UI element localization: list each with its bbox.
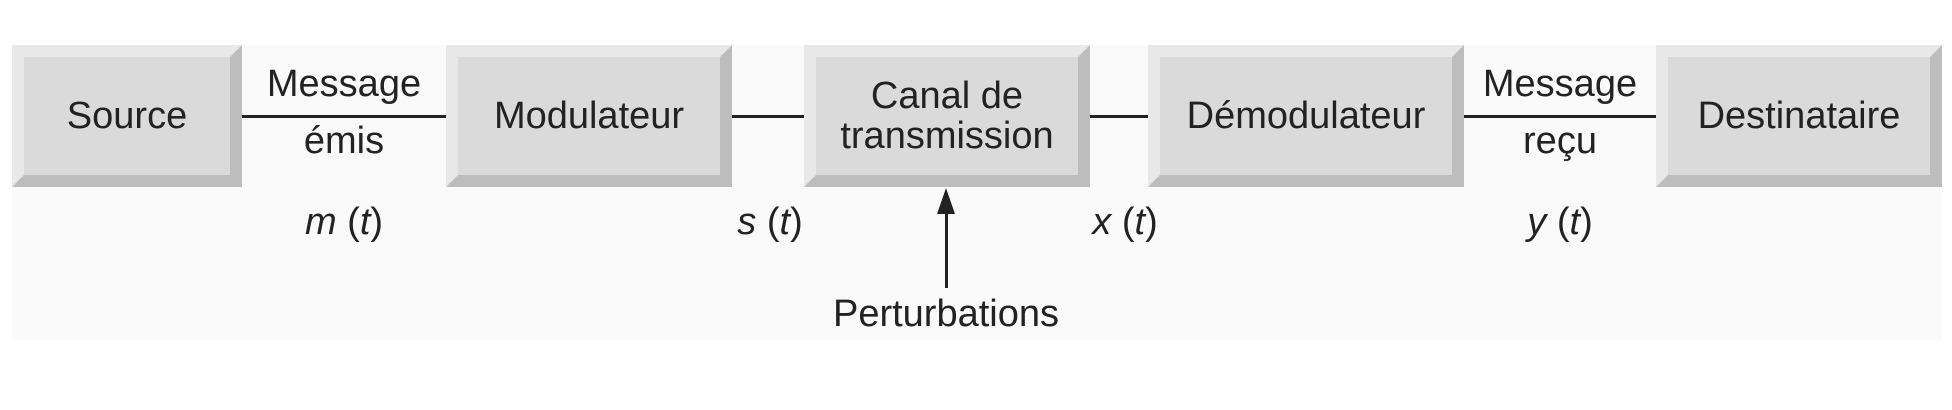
demodulator-block: Démodulateur [1148, 45, 1464, 187]
signal-m-t: m (t) [304, 201, 384, 243]
destination-block: Destinataire [1656, 45, 1942, 187]
sent-message-line2: émis [303, 120, 385, 162]
channel-label-line2: transmission [840, 115, 1054, 157]
modulator-block: Modulateur [446, 45, 732, 187]
modulator-label: Modulateur [493, 95, 685, 137]
disturbance-arrow-shaft [945, 210, 948, 288]
signal-s-t: s (t) [737, 201, 803, 243]
sent-message-line1: Message [266, 63, 422, 105]
link-channel-demodulator [1090, 115, 1148, 118]
received-message-line2: reçu [1523, 120, 1597, 162]
link-demodulator-destination [1464, 115, 1656, 118]
disturbance-label: Perturbations [832, 293, 1059, 335]
channel-label-line1: Canal de [870, 75, 1024, 117]
received-message-line1: Message [1482, 63, 1638, 105]
destination-label: Destinataire [1697, 95, 1901, 137]
demodulator-label: Démodulateur [1186, 95, 1426, 137]
source-label: Source [66, 95, 188, 137]
signal-y-t: y (t) [1527, 201, 1593, 243]
source-block: Source [12, 45, 242, 187]
disturbance-arrow-head [937, 188, 955, 214]
channel-block: Canal de transmission [804, 45, 1090, 187]
link-source-modulator [242, 115, 446, 118]
signal-x-t: x (t) [1092, 201, 1158, 243]
link-modulator-channel [732, 115, 804, 118]
